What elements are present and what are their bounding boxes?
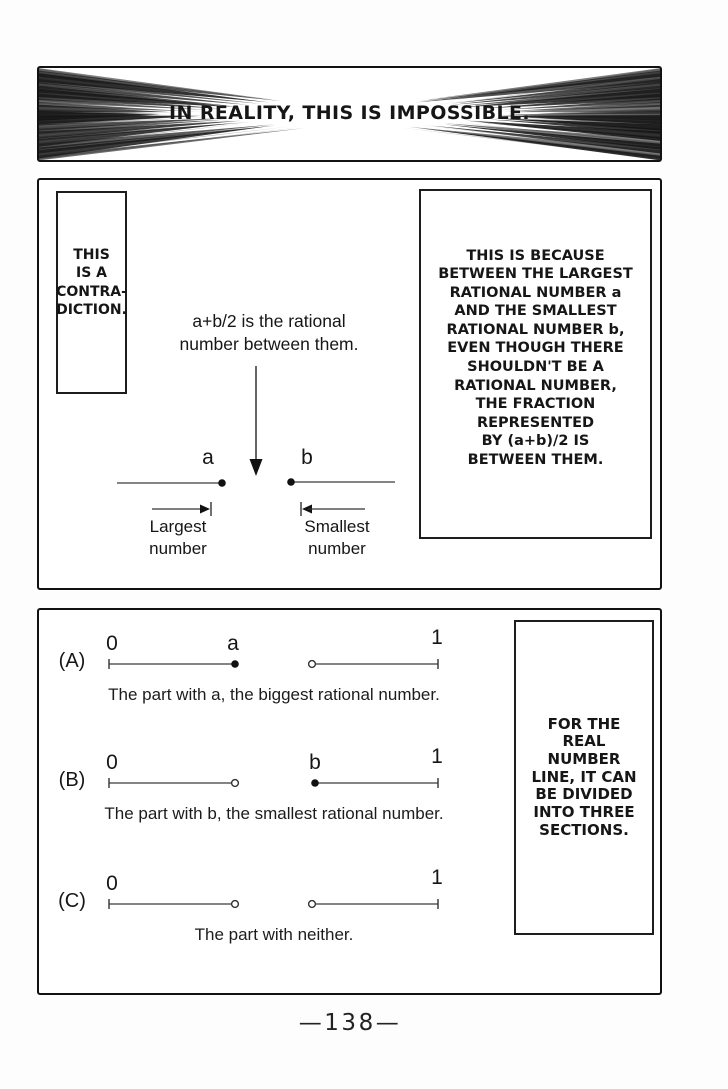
smallest-number-label: Smallest number [304, 517, 370, 559]
point-a-label: a [202, 446, 214, 469]
division-panel: FOR THE REAL NUMBER LINE, IT CAN BE DIVI… [37, 608, 662, 995]
midpoint-caption: a+b/2 is the rational number between the… [179, 311, 359, 355]
largest-number-label: Largest number [149, 517, 207, 559]
numberline-row-c: (C) 0 1 The part with neither. [39, 864, 664, 968]
because-text: THIS IS BECAUSE BETWEEN THE LARGEST RATI… [438, 247, 633, 468]
burst-panel: IN REALITY, THIS IS IMPOSSIBLE. [37, 66, 662, 162]
sections-box: FOR THE REAL NUMBER LINE, IT CAN BE DIVI… [514, 620, 654, 935]
row-b-one: 1 [431, 745, 443, 768]
point-b-label: b [301, 446, 313, 469]
row-b-label: (B) [58, 769, 86, 791]
row-b-numberline [108, 778, 439, 788]
numberline-row-b: (B) 0 b 1 The part with b, the smallest … [39, 743, 664, 847]
sections-text: FOR THE REAL NUMBER LINE, IT CAN BE DIVI… [531, 714, 637, 839]
numberline-row-a: (A) 0 a 1 The part with a, the biggest r… [39, 624, 664, 728]
row-b-point-label: b [309, 751, 321, 774]
row-a-one: 1 [431, 626, 443, 649]
row-c-one: 1 [431, 866, 443, 889]
row-c-zero: 0 [106, 872, 118, 895]
because-box: THIS IS BECAUSE BETWEEN THE LARGEST RATI… [419, 189, 652, 539]
burst-caption: IN REALITY, THIS IS IMPOSSIBLE. [169, 102, 530, 125]
speed-lines [39, 68, 660, 160]
row-a-zero: 0 [106, 632, 118, 655]
row-a-numberline [108, 659, 439, 669]
row-b-zero: 0 [106, 751, 118, 774]
row-a-label: (A) [58, 650, 86, 672]
midpoint-diagram [117, 366, 395, 516]
row-c-numberline [108, 899, 439, 909]
contradiction-box: THIS IS A CONTRA- DICTION. [56, 191, 127, 394]
row-a-point-label: a [227, 632, 239, 655]
row-a-caption: The part with a, the biggest rational nu… [108, 685, 440, 704]
page-number: —138— [298, 1010, 402, 1036]
row-b-caption: The part with b, the smallest rational n… [104, 804, 444, 823]
explain-panel: THIS IS A CONTRA- DICTION. THIS IS BECAU… [37, 178, 662, 590]
row-c-label: (C) [58, 890, 86, 912]
contradiction-text: THIS IS A CONTRA- DICTION. [56, 246, 127, 318]
row-c-caption: The part with neither. [194, 925, 354, 944]
